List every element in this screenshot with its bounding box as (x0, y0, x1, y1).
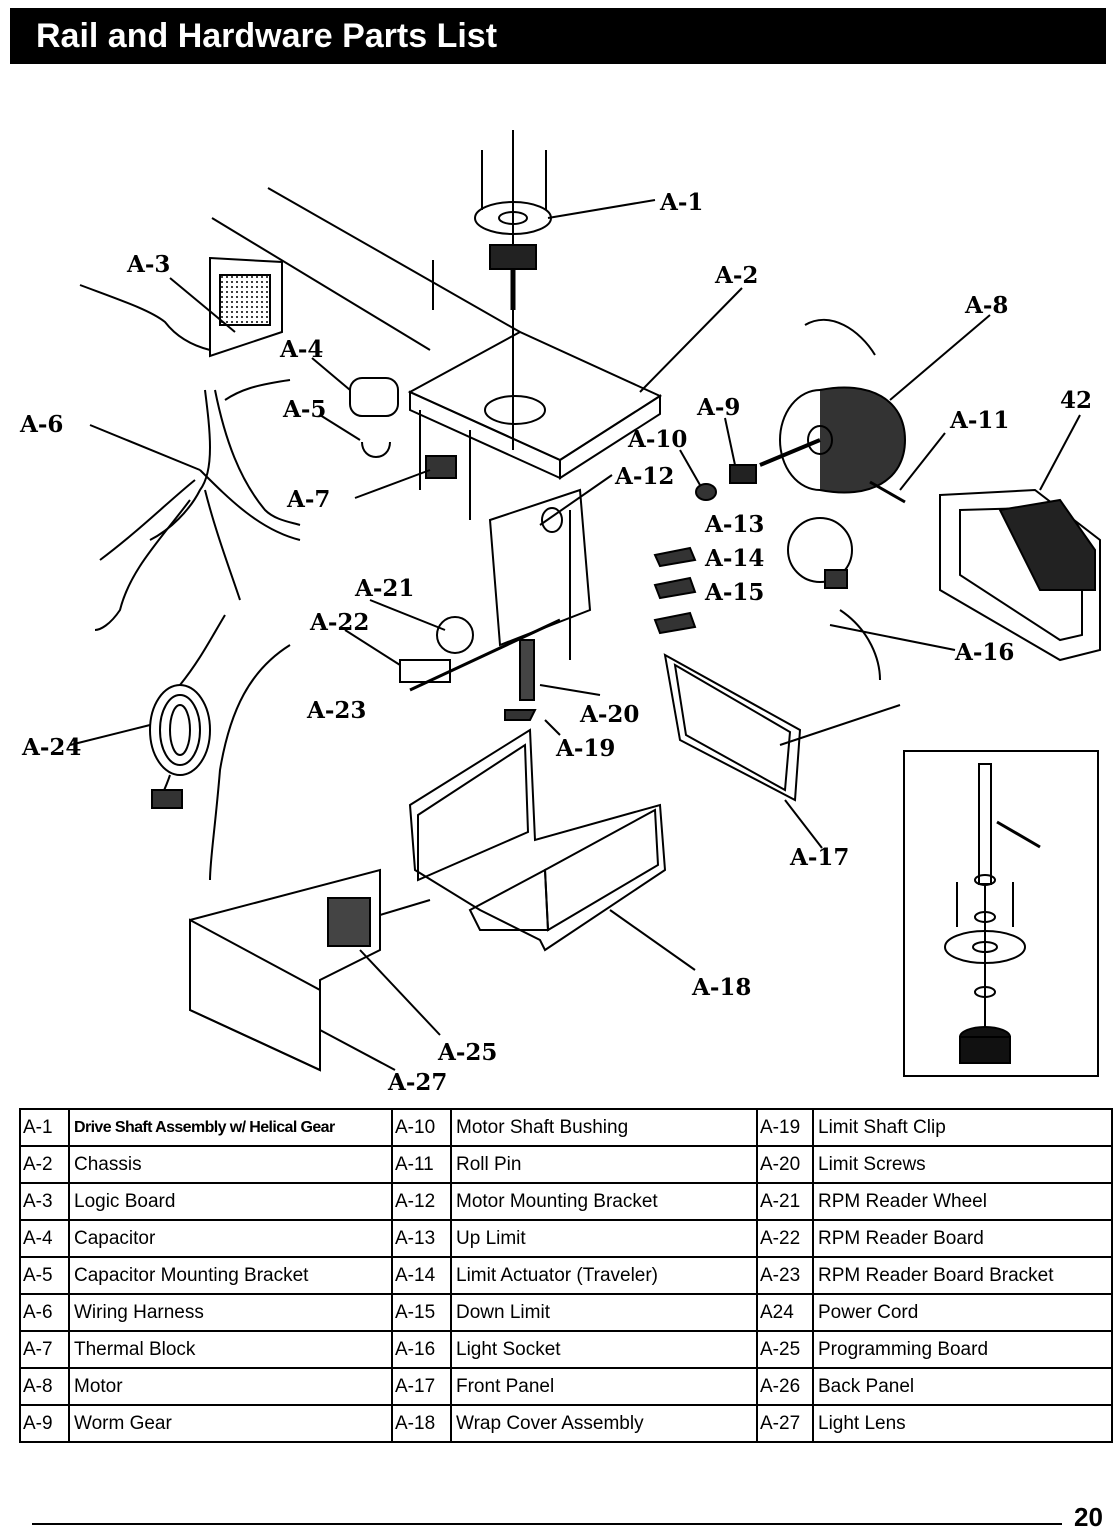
part-name: Down Limit (450, 1293, 758, 1332)
callout-42: 42 (1060, 387, 1092, 414)
part-name: Wiring Harness (68, 1293, 393, 1332)
part-name: Front Panel (450, 1367, 758, 1406)
part-code: A-18 (391, 1404, 452, 1443)
callout-a3: A-3 (126, 251, 170, 278)
part-name: Thermal Block (68, 1330, 393, 1369)
part-code: A-25 (756, 1330, 814, 1369)
page-title: Rail and Hardware Parts List (10, 8, 1106, 64)
part-name: Worm Gear (68, 1404, 393, 1443)
callout-a24: A-24 (21, 734, 81, 761)
part-code: A-7 (19, 1330, 70, 1369)
part-code: A-8 (19, 1367, 70, 1406)
callout-a12: A-12 (614, 463, 674, 490)
part-code: A-21 (756, 1182, 814, 1221)
part-code: A-26 (756, 1367, 814, 1406)
callout-a21: A-21 (354, 575, 414, 602)
part-code: A-15 (391, 1293, 452, 1332)
exploded-parts-diagram: A-1 A-2 A-3 A-4 A-5 A-6 A-7 A-8 A-9 A-10… (0, 70, 1116, 1100)
part-code: A24 (756, 1293, 814, 1332)
detail-drawing (944, 763, 1041, 1064)
part-name: Capacitor (68, 1219, 393, 1258)
callout-a23: A-23 (306, 697, 366, 724)
callout-a19: A-19 (555, 735, 615, 762)
part-code: A-16 (391, 1330, 452, 1369)
callout-a22: A-22 (309, 609, 369, 636)
part-name: Motor Mounting Bracket (450, 1182, 758, 1221)
part-name: Logic Board (68, 1182, 393, 1221)
part-name: Limit Shaft Clip (812, 1108, 1113, 1147)
part-code: A-23 (756, 1256, 814, 1295)
callout-a15: A-15 (704, 579, 764, 606)
part-code: A-9 (19, 1404, 70, 1443)
callout-a25: A-25 (437, 1039, 497, 1066)
part-name: Light Socket (450, 1330, 758, 1369)
part-code: A-10 (391, 1108, 452, 1147)
callout-a6: A-6 (19, 411, 63, 438)
part-name: Light Lens (812, 1404, 1113, 1443)
callout-a11: A-11 (949, 407, 1009, 434)
part-code: A-20 (756, 1145, 814, 1184)
part-name: Wrap Cover Assembly (450, 1404, 758, 1443)
part-name: Up Limit (450, 1219, 758, 1258)
callout-a13: A-13 (704, 511, 764, 538)
part-name: Power Cord (812, 1293, 1113, 1332)
callout-a7: A-7 (286, 486, 330, 513)
part-code: A-14 (391, 1256, 452, 1295)
part-code: A-4 (19, 1219, 70, 1258)
part-name: Capacitor Mounting Bracket (68, 1256, 393, 1295)
drive-shaft-detail-inset (903, 750, 1099, 1077)
part-code: A-5 (19, 1256, 70, 1295)
part-name: Motor Shaft Bushing (450, 1108, 758, 1147)
page-number: 20 (1074, 1502, 1103, 1532)
callout-a18: A-18 (691, 974, 751, 1001)
part-name: RPM Reader Board (812, 1219, 1113, 1258)
callout-a17: A-17 (789, 844, 849, 871)
callout-a4: A-4 (279, 336, 323, 363)
part-name: Limit Screws (812, 1145, 1113, 1184)
part-code: A-3 (19, 1182, 70, 1221)
part-name: Drive Shaft Assembly w/ Helical Gear (68, 1108, 393, 1147)
part-code: A-1 (19, 1108, 70, 1147)
callout-a5: A-5 (282, 396, 326, 423)
part-name: Back Panel (812, 1367, 1113, 1406)
callout-a9: A-9 (696, 394, 740, 421)
diagram-drawing: A-1 A-2 A-3 A-4 A-5 A-6 A-7 A-8 A-9 A-10… (19, 130, 1101, 1096)
part-code: A-27 (756, 1404, 814, 1443)
part-name: Programming Board (812, 1330, 1113, 1369)
callout-a20: A-20 (579, 701, 639, 728)
callout-a8: A-8 (964, 292, 1008, 319)
footer-rule (32, 1523, 1062, 1525)
part-name: RPM Reader Wheel (812, 1182, 1113, 1221)
callout-a27: A-27 (387, 1069, 447, 1096)
part-code: A-13 (391, 1219, 452, 1258)
part-code: A-17 (391, 1367, 452, 1406)
callout-a1: A-1 (659, 189, 703, 216)
part-name: Motor (68, 1367, 393, 1406)
part-code: A-12 (391, 1182, 452, 1221)
part-code: A-19 (756, 1108, 814, 1147)
callout-a2: A-2 (714, 262, 758, 289)
part-code: A-2 (19, 1145, 70, 1184)
part-name: Chassis (68, 1145, 393, 1184)
part-name: Limit Actuator (Traveler) (450, 1256, 758, 1295)
callout-a16: A-16 (954, 639, 1014, 666)
part-code: A-22 (756, 1219, 814, 1258)
part-name: RPM Reader Board Bracket (812, 1256, 1113, 1295)
callout-a10: A-10 (627, 426, 687, 453)
part-code: A-6 (19, 1293, 70, 1332)
part-name: Roll Pin (450, 1145, 758, 1184)
part-code: A-11 (391, 1145, 452, 1184)
callout-a14: A-14 (704, 545, 764, 572)
